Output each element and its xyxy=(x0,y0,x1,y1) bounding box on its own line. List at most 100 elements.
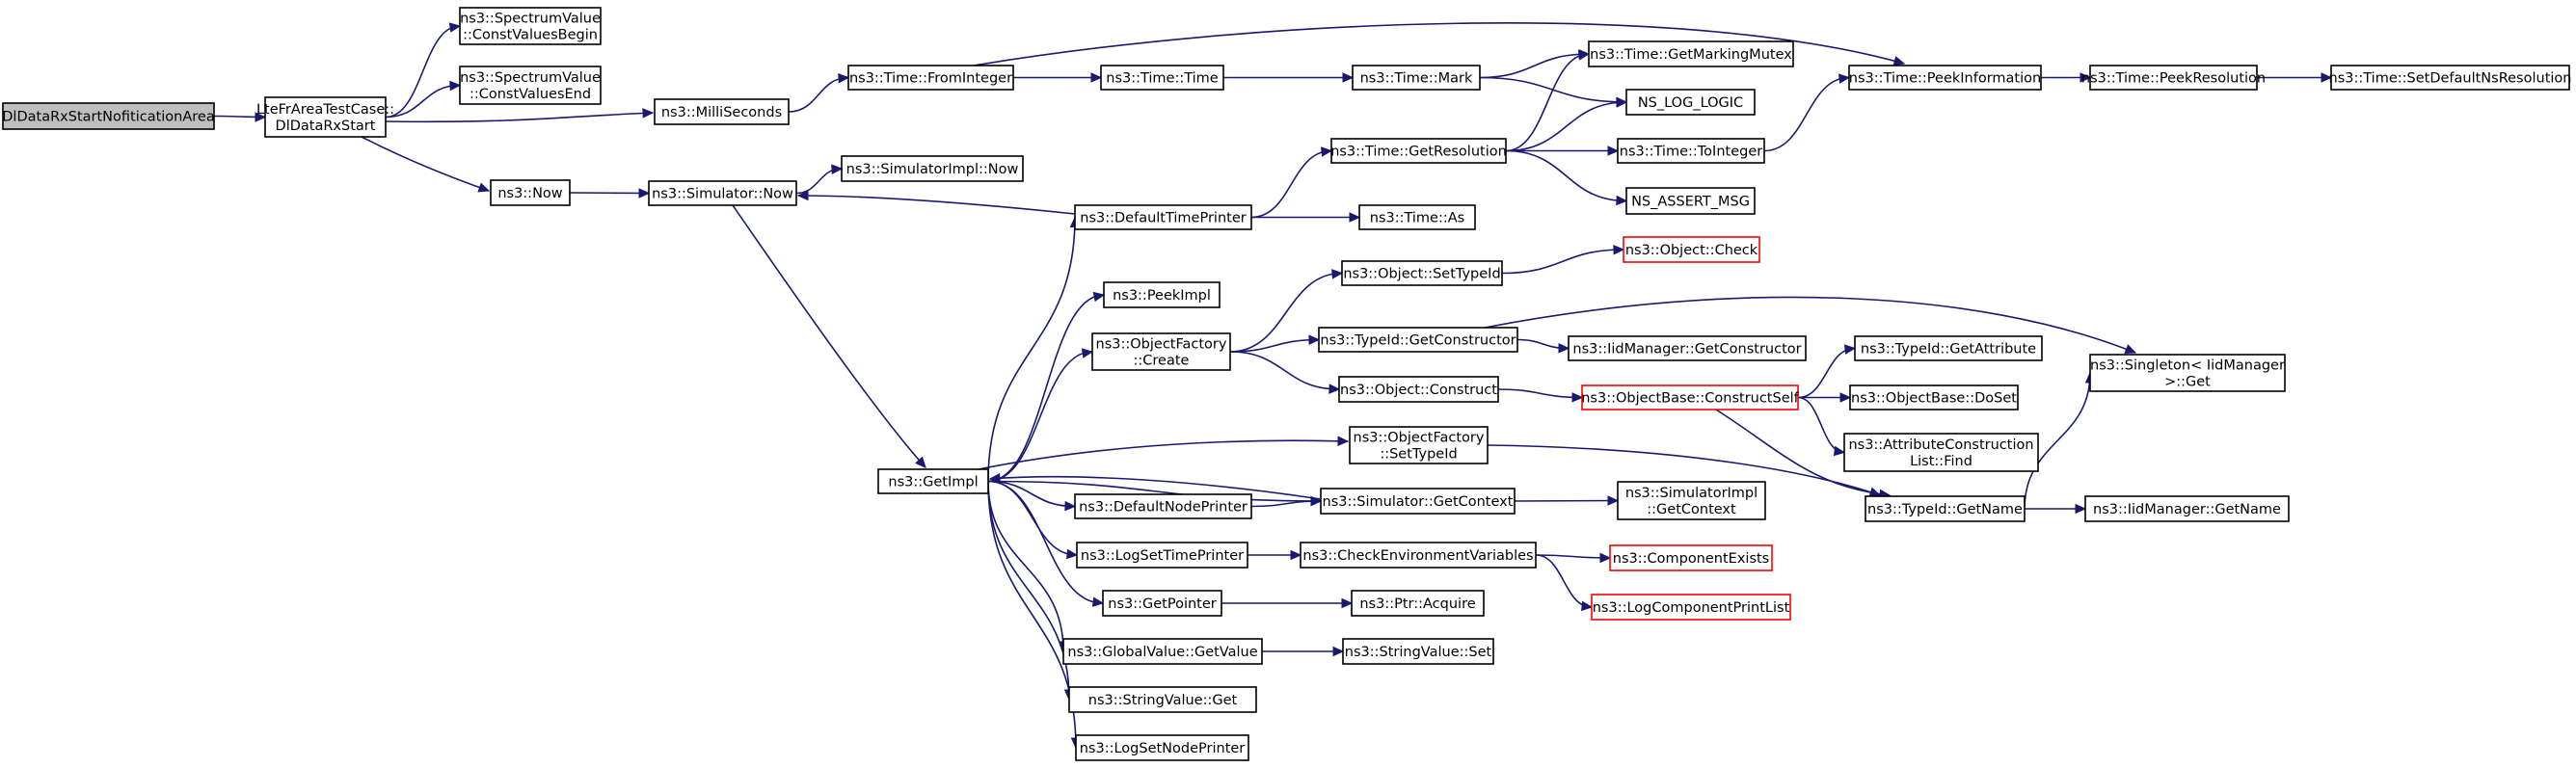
node-box xyxy=(1568,335,1807,361)
node-sim-impl-get-context[interactable]: ns3::SimulatorImpl::GetContext xyxy=(1617,481,1766,520)
edge-arrowhead xyxy=(2124,344,2137,354)
node-box xyxy=(1338,376,1499,403)
node-iid-get-ctor[interactable]: ns3::IidManager::GetConstructor xyxy=(1568,335,1807,361)
node-peek-info[interactable]: ns3::Time::PeekInformation xyxy=(1848,65,2042,91)
node-lte[interactable]: LteFrAreaTestCase::DlDataRxStart xyxy=(256,96,394,138)
node-def-time-printer[interactable]: ns3::DefaultTimePrinter xyxy=(1074,204,1252,230)
edge-line xyxy=(987,480,1104,604)
edge-line xyxy=(1797,347,1856,399)
node-now[interactable]: ns3::Now xyxy=(490,179,571,206)
node-label: ns3::PeekImpl xyxy=(1113,288,1211,304)
node-label: ns3::CheckEnvironmentVariables xyxy=(1302,548,1533,564)
node-obj-check[interactable]: ns3::Object::Check xyxy=(1623,236,1760,263)
edge-line xyxy=(361,136,490,192)
node-to-int[interactable]: ns3::Time::ToInteger xyxy=(1617,138,1765,164)
edge-arrowhead xyxy=(1081,348,1094,358)
edge-line xyxy=(2024,372,2091,510)
node-box xyxy=(1625,89,1756,116)
node-log-logic[interactable]: NS_LOG_LOGIC xyxy=(1625,89,1756,116)
node-obj-fact-create[interactable]: ns3::ObjectFactory::Create xyxy=(1091,332,1231,371)
node-root[interactable]: DlDataRxStartNofiticationArea xyxy=(2,102,215,130)
node-obj-construct[interactable]: ns3::Object::Construct xyxy=(1338,376,1499,403)
edge-arrowhead xyxy=(1092,291,1106,303)
edge-line xyxy=(569,192,650,195)
node-label: NS_LOG_LOGIC xyxy=(1638,95,1743,111)
node-log-comp-print-list[interactable]: ns3::LogComponentPrintList xyxy=(1591,594,1791,621)
node-from-int[interactable]: ns3::Time::FromInteger xyxy=(847,65,1014,91)
node-ptr-acquire[interactable]: ns3::Ptr::Acquire xyxy=(1351,590,1485,617)
node-get-res[interactable]: ns3::Time::GetResolution xyxy=(1330,138,1507,164)
edge-peek-res-to-set-def-res xyxy=(2257,72,2333,83)
node-def-node-printer[interactable]: ns3::DefaultNodePrinter xyxy=(1074,493,1252,519)
node-global-get-value[interactable]: ns3::GlobalValue::GetValue xyxy=(1062,638,1263,665)
node-log-set-time-printer[interactable]: ns3::LogSetTimePrinter xyxy=(1076,542,1248,569)
node-sim-get-context[interactable]: ns3::Simulator::GetContext xyxy=(1320,488,1516,515)
edge-obj-set-type-id-to-obj-check xyxy=(1501,244,1625,275)
node-singleton-get[interactable]: ns3::Singleton< IidManager >::Get xyxy=(2089,354,2286,392)
edge-line xyxy=(1715,409,1891,496)
edge-type-id-get-ctor-to-singleton-get xyxy=(1484,296,2137,354)
node-sim-impl-now[interactable]: ns3::SimulatorImpl::Now xyxy=(841,155,1024,182)
node-check-env-vars[interactable]: ns3::CheckEnvironmentVariables xyxy=(1300,542,1537,569)
edge-line xyxy=(1250,500,1322,508)
node-sim-now[interactable]: ns3::Simulator::Now xyxy=(648,180,797,206)
node-box xyxy=(1091,332,1231,371)
edge-line xyxy=(987,480,1076,508)
node-time-as[interactable]: ns3::Time::As xyxy=(1358,204,1476,230)
node-time-time[interactable]: ns3::Time::Time xyxy=(1100,65,1224,91)
node-assert-msg[interactable]: NS_ASSERT_MSG xyxy=(1625,187,1756,215)
node-box xyxy=(2084,495,2290,522)
node-type-id-get-attr[interactable]: ns3::TypeId::GetAttribute xyxy=(1854,335,2043,361)
node-mark-mutex[interactable]: ns3::Time::GetMarkingMutex xyxy=(1588,40,1794,67)
node-comp-exists[interactable]: ns3::ComponentExists xyxy=(1609,544,1773,571)
node-string-value-get[interactable]: ns3::StringValue::Get xyxy=(1068,686,1257,713)
node-log-set-node-printer[interactable]: ns3::LogSetNodePrinter xyxy=(1075,734,1249,761)
node-peek-impl[interactable]: ns3::PeekImpl xyxy=(1103,281,1221,308)
node-obj-base-construct-self[interactable]: ns3::ObjectBase::ConstructSelf xyxy=(1581,384,1800,410)
edge-arrowhead xyxy=(796,190,809,201)
node-box xyxy=(654,98,790,125)
node-box xyxy=(1318,327,1518,353)
edge-line xyxy=(1229,338,1320,353)
edge-root-to-lte xyxy=(213,112,267,122)
edge-peek-info-to-peek-res xyxy=(2041,72,2092,83)
node-label: ns3::IidManager::GetConstructor xyxy=(1572,342,1801,358)
node-label: ns3::Ptr::Acquire xyxy=(1359,596,1475,612)
edge-arrowhead xyxy=(1341,597,1354,609)
edge-to-int-to-peek-info xyxy=(1763,73,1851,152)
edge-sim-get-context-to-get-impl xyxy=(988,472,1322,500)
node-label: ns3::ComponentExists xyxy=(1613,551,1770,567)
node-sv-end[interactable]: ns3::SpectrumValue::ConstValuesEnd xyxy=(459,66,602,105)
node-obj-base-do-set[interactable]: ns3::ObjectBase::DoSet xyxy=(1849,384,2019,410)
node-type-id-get-name[interactable]: ns3::TypeId::GetName xyxy=(1865,495,2026,522)
node-peek-res[interactable]: ns3::Time::PeekResolution xyxy=(2081,65,2266,91)
edge-line xyxy=(1505,149,1627,202)
node-milli[interactable]: ns3::MilliSeconds xyxy=(654,98,790,125)
call-graph-nodes: DlDataRxStartNofiticationArea LteFrAreaTe… xyxy=(2,7,2572,761)
node-box xyxy=(1591,594,1791,621)
edge-arrowhead xyxy=(1321,146,1333,157)
node-iid-get-name[interactable]: ns3::IidManager::GetName xyxy=(2084,495,2290,522)
node-label: ns3::GetImpl xyxy=(888,475,978,490)
node-box xyxy=(1103,281,1221,308)
node-box xyxy=(1609,544,1773,571)
edge-sim-now-to-get-impl xyxy=(732,204,926,468)
node-get-impl[interactable]: ns3::GetImpl xyxy=(877,468,989,494)
node-label: ns3::AttributeConstruction xyxy=(1848,437,2033,453)
node-obj-set-type-id[interactable]: ns3::Object::SetTypeId xyxy=(1341,260,1503,286)
node-string-value-set[interactable]: ns3::StringValue::Set xyxy=(1342,638,1494,665)
node-obj-fact-set-type-id[interactable]: ns3::ObjectFactory::SetTypeId xyxy=(1349,426,1489,464)
node-type-id-get-ctor[interactable]: ns3::TypeId::GetConstructor xyxy=(1318,327,1518,353)
node-time-mark[interactable]: ns3::Time::Mark xyxy=(1352,65,1481,91)
node-get-pointer[interactable]: ns3::GetPointer xyxy=(1102,590,1222,617)
node-label: ns3::StringValue::Set xyxy=(1345,645,1492,660)
node-label: ns3::LogSetTimePrinter xyxy=(1081,548,1244,564)
node-label: ns3::Simulator::GetContext xyxy=(1323,494,1514,510)
edge-arrowhead xyxy=(1310,495,1323,507)
node-set-def-res[interactable]: ns3::Time::SetDefaultNsResolution xyxy=(2329,65,2572,91)
node-label: ns3::Time::FromInteger xyxy=(849,71,1012,87)
edge-sim-now-to-sim-impl-now xyxy=(795,164,844,195)
node-label: ns3::DefaultNodePrinter xyxy=(1079,500,1248,516)
node-sv-begin[interactable]: ns3::SpectrumValue::ConstValuesBegin xyxy=(459,7,602,45)
